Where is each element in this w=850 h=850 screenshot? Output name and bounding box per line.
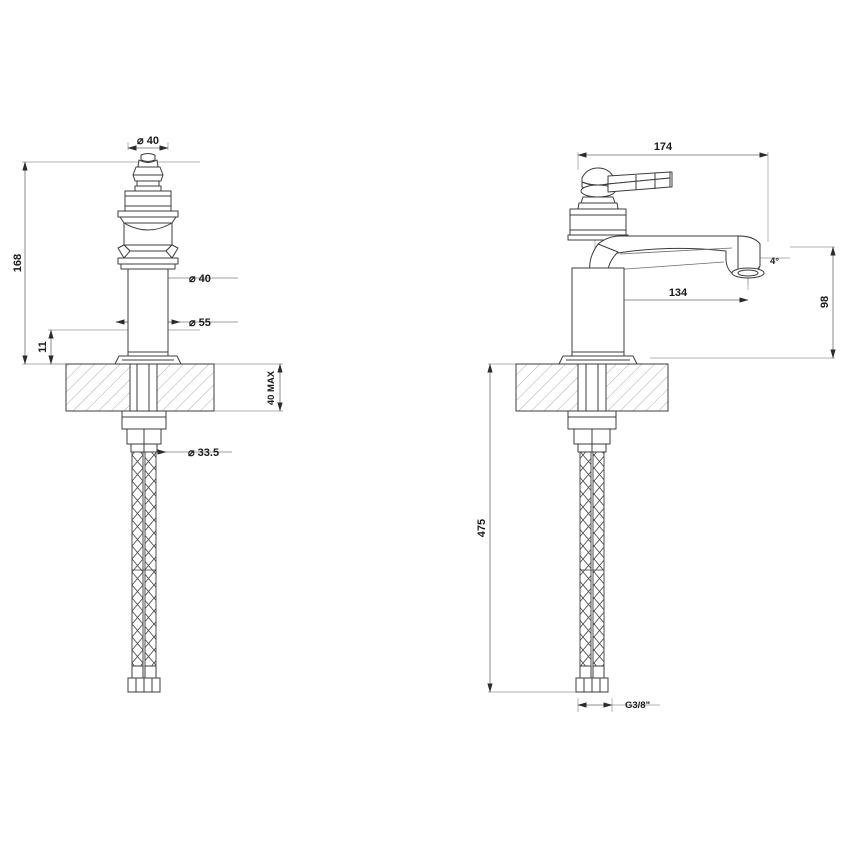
dim-174: 174 xyxy=(577,141,769,158)
dim-dia-40-body-label: ⌀ 40 xyxy=(189,273,211,285)
front-view-faucet-body xyxy=(114,153,182,453)
dim-134-label: 134 xyxy=(669,287,688,299)
dim-168-label: 168 xyxy=(12,254,24,272)
dim-g38-label: G3/8" xyxy=(625,700,650,711)
dim-dia-55-label: ⌀ 55 xyxy=(189,317,211,329)
dim-dia-40-top-label: ⌀ 40 xyxy=(137,135,159,147)
dim-475: 475 xyxy=(476,363,493,693)
front-view-group: ⌀ 40 168 11 ⌀ 40 ⌀ 55 40 MAX xyxy=(12,135,283,693)
side-view-bottom-connector xyxy=(575,665,609,693)
dim-40-max-label: 40 MAX xyxy=(266,370,277,405)
dim-98-label: 98 xyxy=(819,296,831,308)
dim-40-max: 40 MAX xyxy=(266,363,283,412)
side-view-group: 174 134 98 4° 475 G3/8" xyxy=(476,141,836,712)
dim-dia-40-top: ⌀ 40 xyxy=(127,135,169,151)
dim-11: 11 xyxy=(37,329,54,365)
front-view-bottom-connector xyxy=(127,665,161,693)
dim-475-label: 475 xyxy=(476,519,488,537)
dim-174-label: 174 xyxy=(654,141,673,153)
dim-98: 98 xyxy=(819,246,836,359)
dim-angle-4-label: 4° xyxy=(770,256,779,267)
side-view-faucet-body xyxy=(558,167,765,453)
side-view-extension-lines xyxy=(488,152,835,712)
dim-dia-33-5-label: ⌀ 33.5 xyxy=(188,447,219,459)
dim-11-label: 11 xyxy=(37,341,49,353)
dim-g38: G3/8" xyxy=(577,700,650,711)
dim-168: 168 xyxy=(12,161,28,365)
